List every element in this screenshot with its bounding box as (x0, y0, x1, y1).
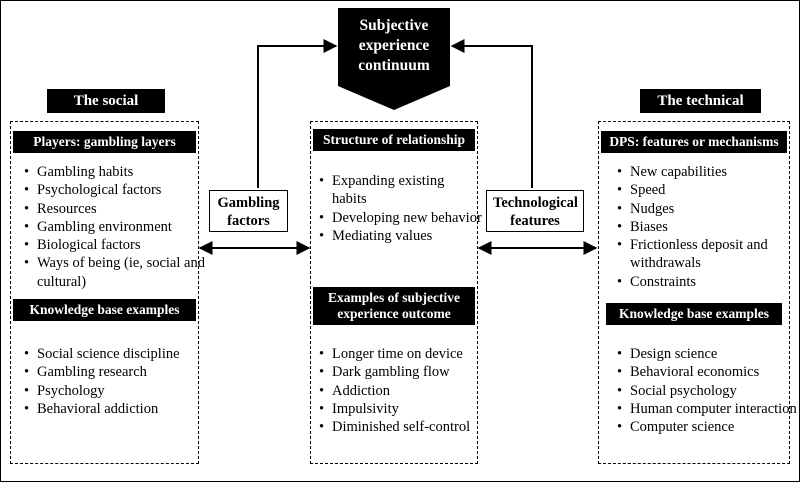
list-item: Social science discipline (24, 345, 187, 364)
list-item: Behavioral economics (617, 363, 800, 382)
list-item: Behavioral addiction (24, 400, 187, 419)
list-item: Psychology (24, 382, 187, 401)
dps-list: New capabilities Speed Nudges Biases Fri… (613, 163, 790, 291)
social-heading: The social (47, 89, 165, 113)
list-item: Biological factors (24, 236, 207, 255)
technical-column: DPS: features or mechanisms New capabili… (598, 121, 797, 464)
list-item: Diminished self-control (319, 418, 492, 437)
list-item: Gambling research (24, 363, 187, 382)
list-item: Resources (24, 200, 207, 219)
list-item: Gambling environment (24, 218, 207, 237)
list-item: Impulsivity (319, 400, 492, 419)
list-item: Addiction (319, 382, 492, 401)
list-item: Psychological factors (24, 181, 207, 200)
players-section-title: Players: gambling layers (13, 131, 196, 153)
list-item: Social psychology (617, 382, 800, 401)
players-list: Gambling habits Psychological factors Re… (20, 163, 207, 291)
outcome-list: Longer time on device Dark gambling flow… (315, 345, 492, 437)
list-item: Longer time on device (319, 345, 492, 364)
subjective-experience-title: Subjective experience continuum (358, 17, 430, 74)
gambling-factors-label: Gambling factors (209, 190, 288, 232)
knowledge-base-section-title: Knowledge base examples (606, 303, 782, 325)
list-item: Ways of being (ie, social and cultural) (24, 254, 207, 291)
list-item: Mediating values (319, 227, 482, 246)
knowledge-base-list: Design science Behavioral economics Soci… (613, 345, 800, 437)
structure-section-title: Structure of relationship (313, 129, 475, 151)
left-feedback-arrow (257, 39, 338, 188)
list-item: Nudges (617, 200, 790, 219)
list-item: Gambling habits (24, 163, 207, 182)
knowledge-base-section-title: Knowledge base examples (13, 299, 196, 321)
technological-features-label: Technological features (486, 190, 584, 232)
dps-section-title: DPS: features or mechanisms (601, 131, 787, 153)
list-item: New capabilities (617, 163, 790, 182)
list-item: Design science (617, 345, 800, 364)
list-item: Biases (617, 218, 790, 237)
list-item: Developing new behavior (319, 209, 482, 228)
list-item: Frictionless deposit and withdrawals (617, 236, 790, 273)
list-item: Computer science (617, 418, 800, 437)
relationship-column: Structure of relationship Expanding exis… (310, 121, 482, 464)
technical-heading: The technical (640, 89, 761, 113)
outcome-section-title: Examples of subjective experience outcom… (313, 287, 475, 325)
list-item: Expanding existing habits (319, 172, 482, 209)
list-item: Dark gambling flow (319, 363, 492, 382)
right-feedback-arrow (450, 39, 533, 188)
social-column: Players: gambling layers Gambling habits… (10, 121, 205, 464)
top-pentagon-shape (338, 8, 450, 110)
list-item: Constraints (617, 273, 790, 292)
structure-list: Expanding existing habits Developing new… (315, 172, 482, 245)
list-item: Speed (617, 181, 790, 200)
knowledge-base-list: Social science discipline Gambling resea… (20, 345, 187, 418)
list-item: Human computer interaction (617, 400, 800, 419)
